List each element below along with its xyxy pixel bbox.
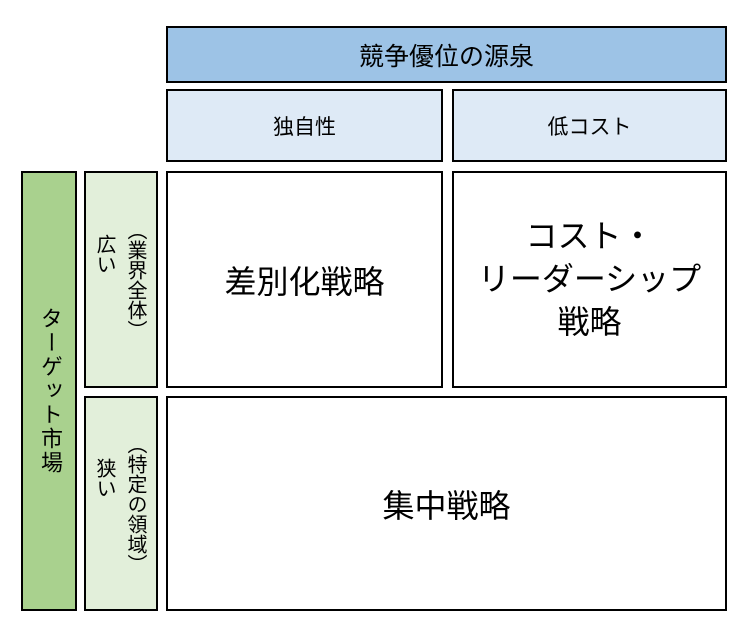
- row-header-broad-scope-label: （業界全体）: [124, 219, 148, 340]
- cell-differentiation-strategy-label: 差別化戦略: [224, 262, 385, 301]
- column-header-low-cost-label: 低コスト: [547, 114, 632, 139]
- row-header-narrow-text: 狭い （特定の領域）: [89, 398, 153, 609]
- column-axis-title: 競争優位の源泉: [358, 41, 534, 71]
- row-header-broad: 広い （業界全体）: [84, 171, 158, 388]
- column-header-low-cost: 低コスト: [452, 89, 727, 162]
- row-header-broad-text: 広い （業界全体）: [89, 173, 153, 386]
- row-header-broad-size-label: 広い: [93, 233, 117, 274]
- row-axis-header: ターゲット市場: [21, 171, 77, 611]
- cell-cost-leadership-strategy: コスト・ リーダーシップ 戦略: [452, 171, 727, 388]
- cost-leadership-line-3: 戦略: [557, 303, 622, 342]
- cell-focus-strategy-label: 集中戦略: [382, 486, 511, 525]
- column-axis-header: 競争優位の源泉: [166, 26, 727, 83]
- row-header-narrow-size-label: 狭い: [93, 457, 117, 498]
- column-header-uniqueness: 独自性: [166, 89, 443, 162]
- cell-cost-leadership-strategy-label: コスト・ リーダーシップ 戦略: [478, 215, 701, 345]
- row-axis-title: ターゲット市場: [37, 307, 62, 475]
- row-header-narrow-scope-label: （特定の領域）: [124, 433, 148, 574]
- cost-leadership-line-1: コスト・: [525, 216, 654, 255]
- cost-leadership-line-2: リーダーシップ: [477, 259, 702, 298]
- row-header-narrow: 狭い （特定の領域）: [84, 396, 158, 611]
- column-header-uniqueness-label: 独自性: [273, 114, 336, 139]
- cell-differentiation-strategy: 差別化戦略: [166, 171, 443, 388]
- cell-focus-strategy: 集中戦略: [166, 396, 727, 611]
